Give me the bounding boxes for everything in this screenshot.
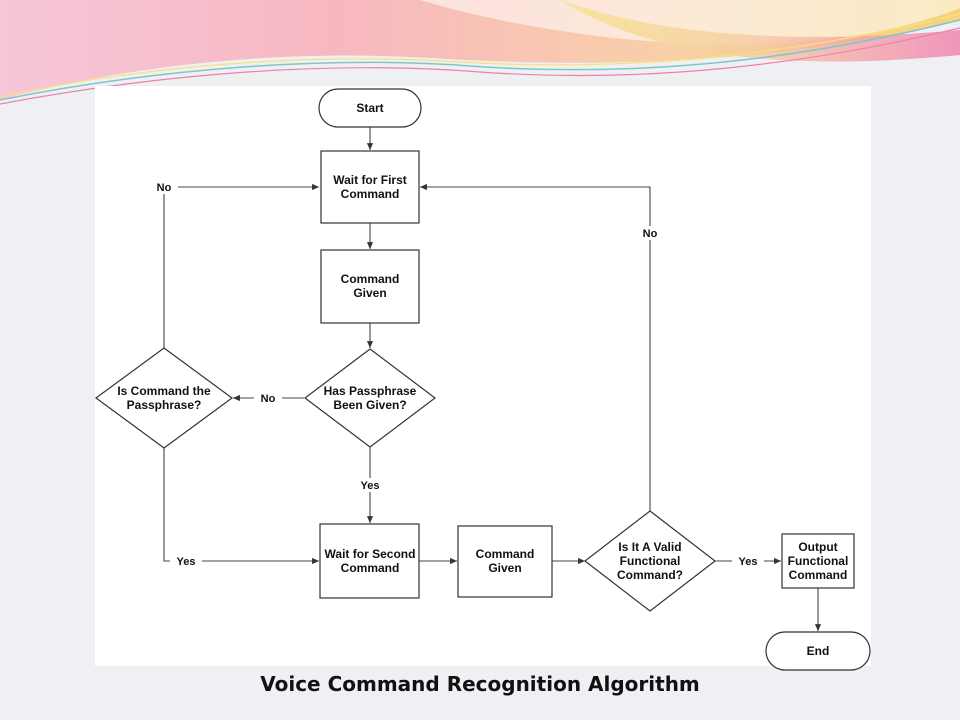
svg-text:Wait for First: Wait for First — [333, 173, 407, 187]
label-no-passphrase: No — [261, 393, 276, 405]
svg-text:Given: Given — [353, 286, 386, 300]
label-yes-passphrase: Yes — [361, 480, 380, 492]
svg-text:Passphrase?: Passphrase? — [127, 398, 202, 412]
label-yes-is-passphrase: Yes — [177, 556, 196, 568]
svg-text:Functional: Functional — [620, 554, 681, 568]
decorative-banner — [0, 0, 960, 105]
diagram-caption: Voice Command Recognition Algorithm — [260, 672, 700, 696]
svg-text:Is Command the: Is Command the — [117, 384, 211, 398]
node-is-passphrase: Is Command the Passphrase? — [94, 347, 234, 449]
svg-text:Start: Start — [356, 101, 383, 115]
svg-text:Command?: Command? — [617, 568, 683, 582]
svg-text:Command: Command — [341, 561, 400, 575]
node-command-given-2: Command Given — [457, 525, 553, 598]
svg-text:Given: Given — [488, 561, 521, 575]
svg-text:Output: Output — [798, 540, 837, 554]
svg-text:End: End — [807, 644, 830, 658]
node-start: Start — [318, 88, 422, 128]
svg-text:Has Passphrase: Has Passphrase — [324, 384, 417, 398]
edge-valid-no-loop — [420, 183, 651, 511]
svg-text:Command: Command — [789, 568, 848, 582]
svg-text:Is It A Valid: Is It A Valid — [618, 540, 681, 554]
node-command-given-1: Command Given — [320, 249, 420, 324]
node-wait-first-command: Wait for First Command — [320, 150, 420, 224]
svg-text:Functional: Functional — [788, 554, 849, 568]
edge-is-passphrase-yes — [163, 448, 319, 565]
label-yes-valid: Yes — [739, 556, 758, 568]
node-end: End — [765, 631, 871, 671]
edge-is-passphrase-no-loop — [163, 183, 319, 348]
svg-text:Command: Command — [341, 272, 400, 286]
svg-text:Been Given?: Been Given? — [333, 398, 406, 412]
node-wait-second-command: Wait for Second Command — [319, 523, 420, 599]
label-no-top-left: No — [157, 182, 172, 194]
label-no-right: No — [643, 228, 658, 240]
svg-text:Wait for Second: Wait for Second — [325, 547, 416, 561]
svg-text:Command: Command — [476, 547, 535, 561]
node-output-functional-command: Output Functional Command — [781, 533, 855, 589]
node-has-passphrase: Has Passphrase Been Given? — [304, 348, 436, 448]
node-valid-functional-command: Is It A Valid Functional Command? — [584, 510, 716, 612]
svg-text:Command: Command — [341, 187, 400, 201]
